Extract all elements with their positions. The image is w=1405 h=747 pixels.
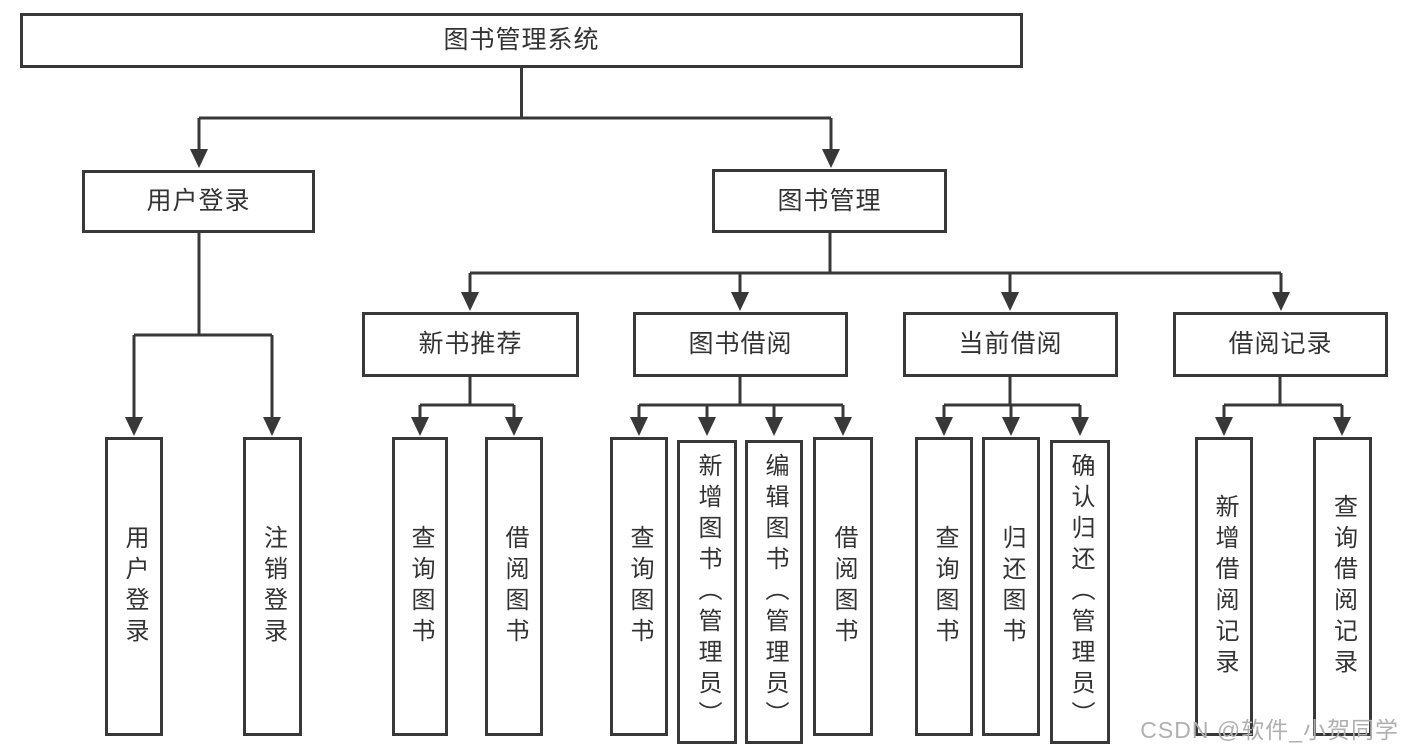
node-current-borrow: 当前借阅 — [903, 312, 1118, 377]
connector-current-borrow — [935, 377, 1089, 436]
leaf-add-borrow-record: 新增借阅记录 — [1195, 437, 1253, 736]
leaf-confirm-return-admin: 确认归还（管理员） — [1050, 440, 1110, 744]
node-new-book-recommend: 新书推荐 — [362, 312, 579, 377]
leaf-query-books-current: 查询图书 — [915, 437, 973, 736]
node-root: 图书管理系统 — [20, 13, 1023, 68]
node-book-management: 图书管理 — [712, 169, 947, 233]
leaf-borrow-books-borrow: 借阅图书 — [813, 437, 873, 736]
node-borrow-records: 借阅记录 — [1173, 312, 1388, 377]
connector-user-login — [125, 233, 281, 436]
connector-new-book-recommend — [411, 377, 523, 436]
node-book-borrow: 图书借阅 — [633, 312, 848, 377]
connector-root — [190, 68, 840, 168]
leaf-logout-login: 注销登录 — [243, 437, 302, 736]
leaf-edit-books-admin: 编辑图书（管理员） — [745, 440, 803, 744]
leaf-query-books-recommend: 查询图书 — [392, 437, 448, 736]
connector-book-management — [461, 233, 1290, 311]
leaf-user-login: 用户登录 — [105, 437, 163, 736]
leaf-query-books-borrow: 查询图书 — [610, 437, 668, 736]
connector-borrow-records — [1215, 377, 1351, 436]
node-user-login: 用户登录 — [82, 170, 315, 233]
leaf-return-books: 归还图书 — [982, 437, 1040, 736]
leaf-query-borrow-record: 查询借阅记录 — [1313, 437, 1372, 736]
connector-book-borrow — [630, 377, 852, 436]
leaf-borrow-books-recommend: 借阅图书 — [485, 437, 543, 736]
leaf-add-books-admin: 新增图书（管理员） — [677, 440, 737, 744]
watermark: CSDN @软件_小贺同学 — [1140, 717, 1399, 743]
